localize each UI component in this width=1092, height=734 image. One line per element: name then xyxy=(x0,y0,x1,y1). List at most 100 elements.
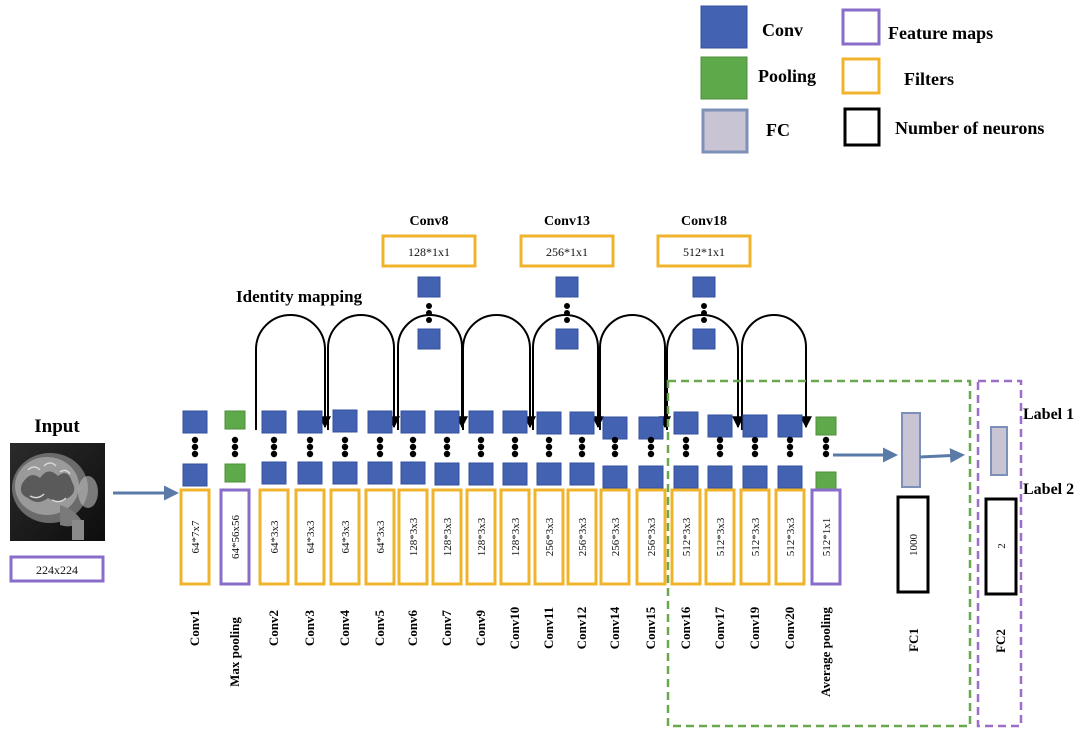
identity-arc-4 xyxy=(462,314,536,430)
shortcut-filter-box xyxy=(656,234,752,268)
ellipsis-dot xyxy=(822,450,830,458)
conv-unit-top xyxy=(502,410,528,434)
filter-box xyxy=(431,488,463,586)
ellipsis-dot xyxy=(578,450,586,458)
ellipsis-dot xyxy=(716,450,724,458)
shortcut-filter-box xyxy=(519,234,615,268)
ellipsis-dot xyxy=(306,436,314,444)
legend-pooling-label: Pooling xyxy=(758,66,816,86)
fc2-node xyxy=(990,426,1008,476)
conv-unit-top xyxy=(182,410,208,434)
ellipsis-dot xyxy=(786,450,794,458)
conv-unit-top xyxy=(367,410,393,434)
conv-unit-bottom xyxy=(182,463,208,487)
ellipsis-dot xyxy=(578,436,586,444)
layer-name: Conv6 xyxy=(405,609,420,646)
fc2-neurons-label: 2 xyxy=(996,543,1008,549)
ellipsis-dot xyxy=(545,443,553,451)
layer-name: Conv7 xyxy=(439,609,454,646)
ellipsis-dot xyxy=(426,303,432,309)
green-dashed-region xyxy=(666,379,972,728)
layer-name: Conv20 xyxy=(782,607,797,650)
ellipsis-dot xyxy=(477,443,485,451)
ellipsis-dot xyxy=(231,436,239,444)
ellipsis-dot xyxy=(341,443,349,451)
conv-unit-bottom xyxy=(400,461,426,485)
conv-unit-top xyxy=(536,411,562,435)
filter-label: 64*56x56 xyxy=(230,515,242,560)
conv-unit-top xyxy=(261,410,287,434)
fc2-neurons-box xyxy=(984,497,1018,596)
ellipsis-dot xyxy=(191,436,199,444)
conv-unit-top xyxy=(742,414,768,438)
layer-name: Conv1 xyxy=(187,610,202,646)
ellipsis-dot xyxy=(376,450,384,458)
legend-filters-swatch xyxy=(841,57,881,95)
filter-label: 512*3x3 xyxy=(785,517,797,556)
ellipsis-dot xyxy=(647,450,655,458)
layer-name: Conv4 xyxy=(337,609,352,646)
conv-unit-bottom xyxy=(434,462,460,486)
layer-name: Conv19 xyxy=(747,606,762,649)
ellipsis-dot xyxy=(443,443,451,451)
conv-unit-bottom xyxy=(638,465,664,489)
conv-unit-bottom xyxy=(367,461,393,485)
ellipsis-dot xyxy=(611,450,619,458)
ellipsis-dot xyxy=(341,436,349,444)
conv-unit-top xyxy=(468,410,494,434)
legend: Conv Pooling FC Feature maps Filters Num… xyxy=(700,5,1044,154)
layer-name: Conv12 xyxy=(574,607,589,650)
shortcut-filter-box xyxy=(381,234,477,268)
identity-arcs xyxy=(255,314,812,430)
pool-unit-top xyxy=(815,416,837,436)
legend-fc-swatch xyxy=(701,108,749,154)
filter-label: 64*3x3 xyxy=(305,520,317,554)
filter-box xyxy=(670,488,702,586)
ellipsis-dot xyxy=(564,303,570,309)
layer-name: Max pooling xyxy=(227,617,242,687)
pool-unit-top xyxy=(224,410,246,430)
fc1-name: FC1 xyxy=(906,628,921,652)
conv-unit-bottom xyxy=(692,328,716,350)
filter-label: 512*3x3 xyxy=(681,517,693,556)
filter-label: 64*3x3 xyxy=(340,520,352,554)
layer-name: Conv9 xyxy=(473,609,488,646)
legend-pooling-swatch xyxy=(700,56,748,100)
conv-unit-bottom xyxy=(417,328,441,350)
conv-unit-top xyxy=(777,414,803,438)
conv-unit-top xyxy=(555,276,579,298)
mri-brain-image xyxy=(10,443,105,541)
fc2-block: 2 FC2 xyxy=(984,426,1018,653)
conv-unit-bottom xyxy=(332,461,358,485)
conv-unit-bottom xyxy=(673,465,699,489)
filter-label: 64*3x3 xyxy=(375,520,387,554)
filter-box xyxy=(258,488,290,586)
identity-arc-1 xyxy=(255,314,331,430)
fc2-name: FC2 xyxy=(993,629,1008,653)
conv-unit-top xyxy=(638,416,664,440)
identity-arc-5 xyxy=(532,314,604,430)
ellipsis-dot xyxy=(306,450,314,458)
ellipsis-dot xyxy=(751,450,759,458)
layer-name: Conv3 xyxy=(302,609,317,646)
input-size-label: 224x224 xyxy=(36,563,78,577)
ellipsis-dot xyxy=(477,436,485,444)
filter-box xyxy=(774,488,806,586)
feature-map-box xyxy=(219,488,251,586)
filter-label: 64*7x7 xyxy=(190,520,202,554)
ellipsis-dot xyxy=(270,443,278,451)
conv-unit-bottom xyxy=(707,465,733,489)
ellipsis-dot xyxy=(376,443,384,451)
fc1-block: 1000 FC1 xyxy=(833,412,965,652)
